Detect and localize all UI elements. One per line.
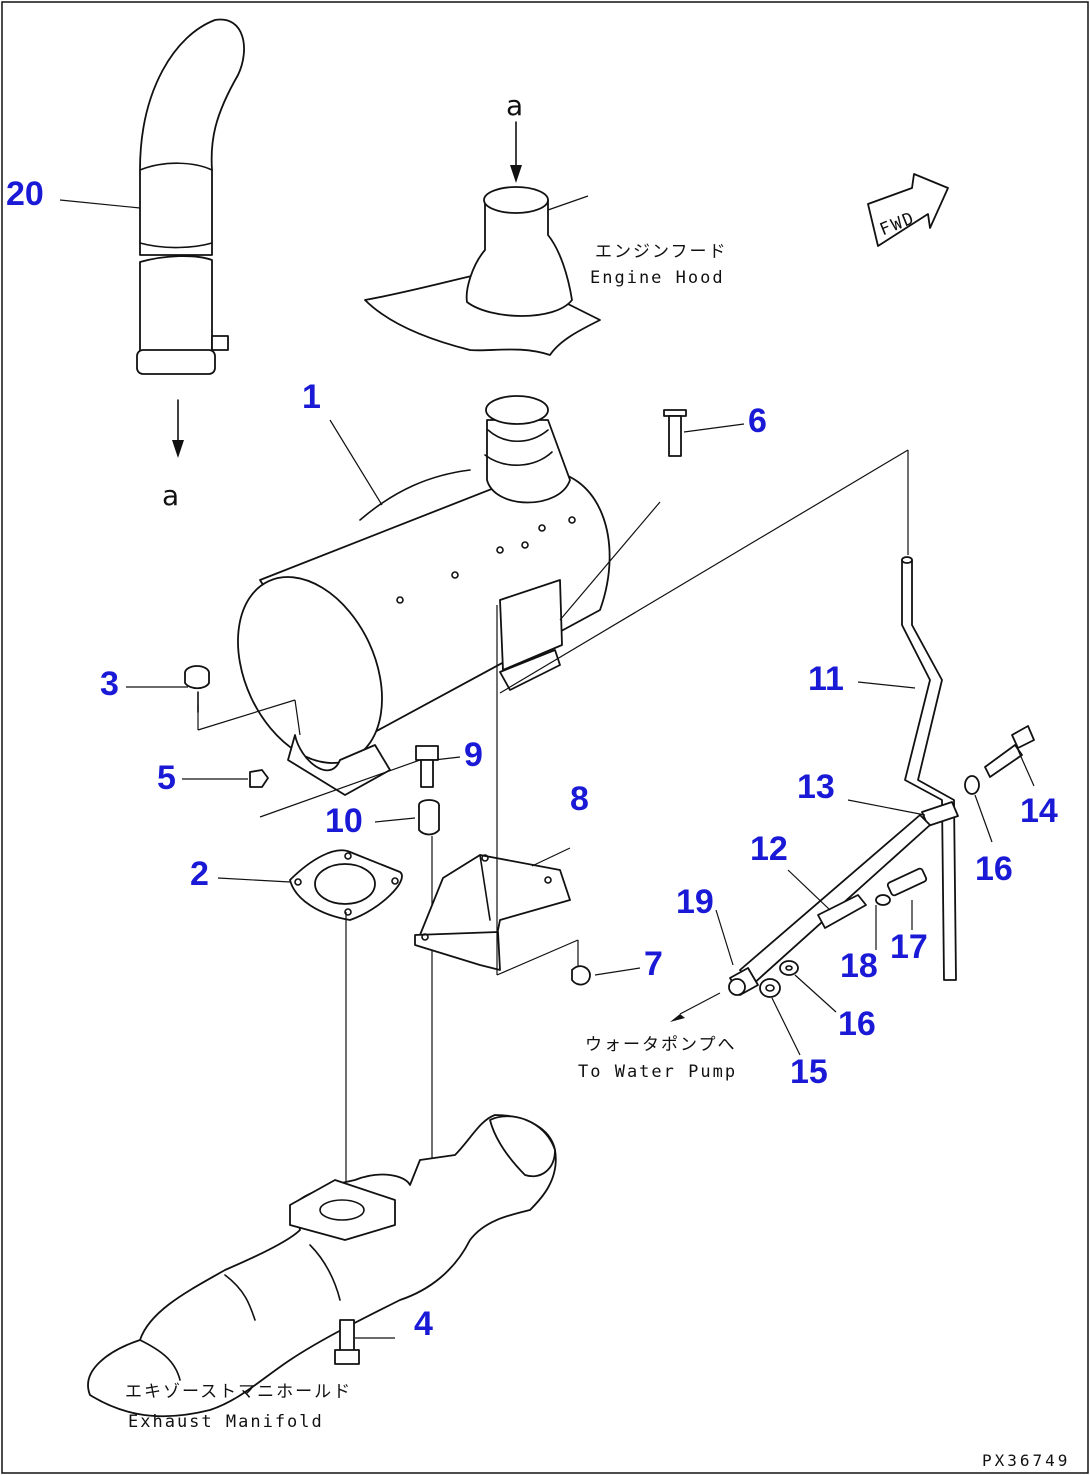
part-number-20: 20 [6,175,44,213]
part-number-3: 3 [100,665,119,703]
hose-assembly-12 [739,814,931,986]
part-number-16-upper: 16 [975,850,1013,888]
label-exhaust-en: Exhaust Manifold [128,1412,324,1432]
sleeve-19 [728,967,759,996]
washer-16-upper [964,775,980,795]
part-number-11: 11 [808,660,844,698]
label-water-pump-en: To Water Pump [578,1062,737,1082]
drawing-code: PX36749 [982,1451,1070,1470]
part-number-8: 8 [570,780,589,818]
muffler [237,395,611,796]
label-water-pump-jp: ウォータポンプへ [585,1035,737,1055]
part-number-6: 6 [748,402,767,440]
exhaust-manifold [87,1114,557,1418]
part-number-14: 14 [1020,792,1058,830]
part-number-2: 2 [190,855,209,893]
part-number-12: 12 [750,830,788,868]
ref-letter-a-bottom: a [162,479,179,512]
bolt-14 [984,725,1035,778]
bolt-9 [415,745,439,788]
engine-hood [364,121,601,356]
part-number-5: 5 [157,759,176,797]
label-engine-hood-en: Engine Hood [590,268,725,288]
bolt-6 [663,409,687,457]
part-number-17: 17 [890,928,928,966]
nut-15 [759,978,781,998]
fwd-direction-symbol: FWD [867,173,949,247]
part-number-18: 18 [840,947,878,985]
part-number-13: 13 [797,768,835,806]
elbow-pipe [136,18,245,458]
washer-16-lower [779,960,799,976]
part-number-19: 19 [676,883,714,921]
bolt-3 [184,665,210,713]
bolt-4 [334,1319,360,1365]
clip-7 [571,965,591,986]
pipe-11 [901,556,957,981]
part-number-9: 9 [464,736,483,774]
part-number-15: 15 [790,1053,828,1091]
gasket-2 [289,849,403,921]
nut-5 [249,769,269,788]
bracket-8 [414,854,571,971]
label-engine-hood-jp: エンジンフード [595,242,728,262]
ref-letter-a-top: a [506,89,523,122]
label-exhaust-jp: エキゾーストマニホールド [125,1382,352,1402]
part-number-10: 10 [325,802,363,840]
part-number-7: 7 [644,945,663,983]
spacer-10 [418,799,440,836]
part-number-16-lower: 16 [838,1005,876,1043]
part-number-1: 1 [302,378,321,416]
part-number-4: 4 [414,1305,433,1343]
